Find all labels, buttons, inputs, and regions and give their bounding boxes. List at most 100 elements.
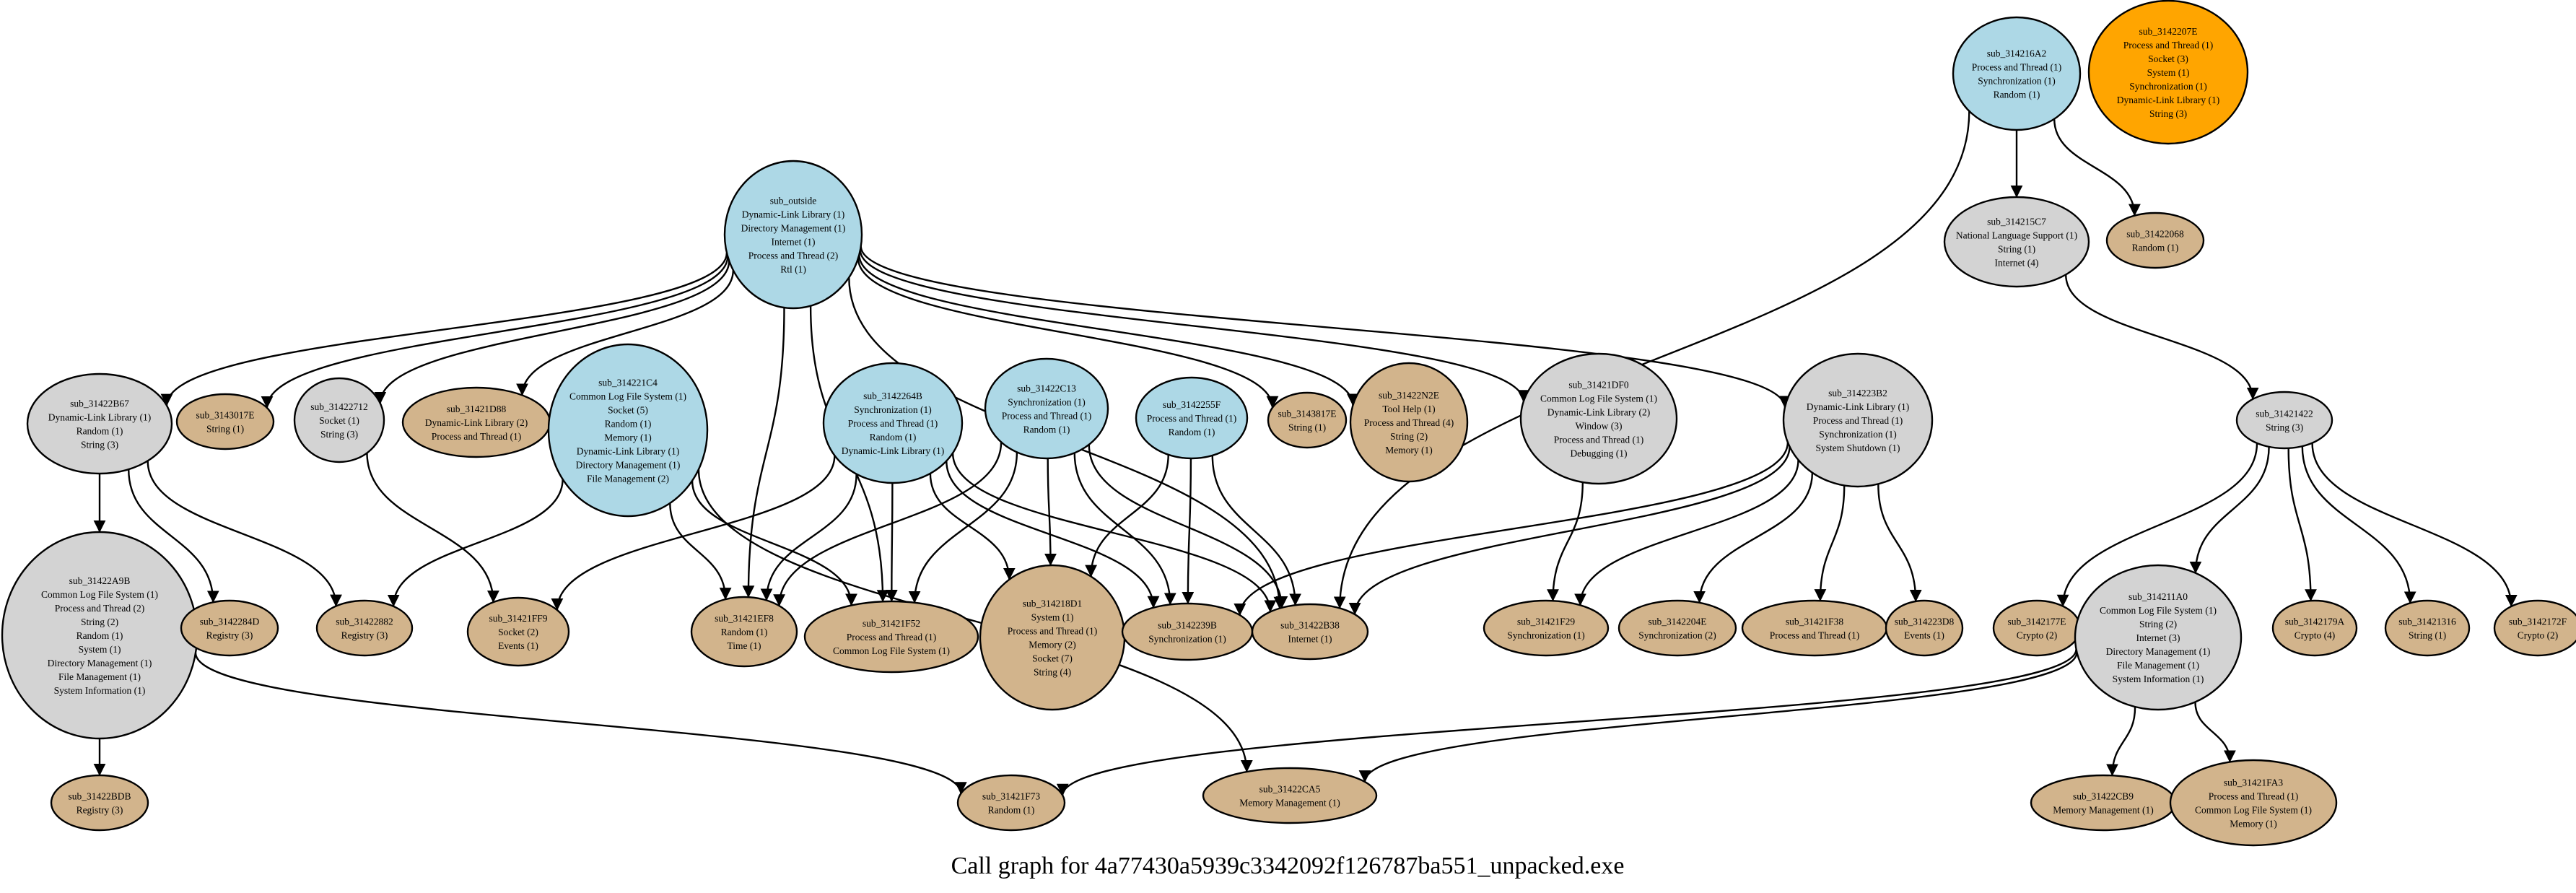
node-label: sub_31421DF0	[1568, 380, 1629, 391]
node-ellipse	[26, 373, 173, 475]
node-api-category: Window (3)	[1575, 421, 1622, 432]
node-label: sub_31421F38	[1786, 617, 1844, 627]
node-api-category: Process and Thread (1)	[1002, 411, 1092, 422]
node-api-category: System (1)	[2147, 67, 2190, 78]
node-ellipse	[1617, 599, 1737, 657]
node-api-category: File Management (1)	[2117, 660, 2199, 671]
node-api-category: Synchronization (1)	[1008, 397, 1086, 408]
edge-sub-314215c7-to-sub-31421422	[2065, 274, 2259, 400]
edge-sub-3142264b-to-sub-314218d1	[929, 473, 1016, 580]
node-label: sub_3142179A	[2285, 617, 2345, 627]
node-api-category: Common Log File System (1)	[2100, 605, 2217, 616]
node-label: sub_31422068	[2126, 229, 2184, 240]
node-ellipse	[1349, 362, 1469, 483]
node-label: sub_3142207E	[2139, 26, 2198, 37]
node-api-category: Process and Thread (1)	[432, 431, 522, 442]
edge-sub-31422c13-to-sub-31422b38	[1088, 444, 1288, 609]
edge-sub-3142255f-to-sub-3142239b	[1182, 458, 1195, 604]
edge-sub-3142264b-to-sub-31422b38	[951, 453, 1277, 613]
node-api-category: Dynamic-Link Library (1)	[842, 445, 944, 456]
node-ellipse	[822, 362, 964, 484]
node-ellipse	[803, 600, 979, 674]
node-ellipse	[2493, 599, 2576, 657]
node-ellipse	[315, 599, 414, 657]
node-api-category: String (3)	[2149, 108, 2187, 119]
node-api-category: String (3)	[2266, 422, 2303, 433]
node-api-category: Process and Thread (1)	[1972, 62, 2062, 73]
node-api-category: Dynamic-Link Library (1)	[1807, 401, 1909, 412]
node-ellipse	[956, 774, 1066, 832]
node-api-category: Synchronization (2)	[1638, 630, 1716, 641]
edge-sub-314223b2-to-sub-3142204e	[1693, 472, 1814, 604]
node-api-category: Process and Thread (2)	[748, 251, 839, 261]
node-api-category: Memory (1)	[604, 432, 652, 443]
edge-sub-outside-to-sub-3143017e	[261, 256, 729, 409]
edge-sub-314223b2-to-sub-31421f29	[1574, 459, 1799, 606]
node-label: sub_314218D1	[1023, 598, 1083, 609]
node-label: sub_31421F29	[1517, 617, 1576, 627]
edge-sub-3142264b-to-sub-31421ff9	[551, 455, 836, 611]
node-api-category: Registry (3)	[206, 630, 253, 641]
node-api-category: Events (1)	[1904, 630, 1944, 641]
node-label: sub_314223D8	[1895, 617, 1955, 627]
node-api-category: Random (1)	[1023, 424, 1070, 435]
edge-sub-31422712-to-sub-31421ff9	[366, 453, 499, 603]
edge-sub-3142255f-to-sub-31422b38	[1211, 455, 1301, 606]
node-label: sub_31421EF8	[715, 613, 774, 624]
node-api-category: Random (1)	[77, 630, 123, 641]
node-api-category: String (1)	[206, 424, 244, 435]
node-api-category: Registry (3)	[77, 805, 123, 816]
node-label: sub_31422882	[336, 617, 393, 627]
edge-sub-314211a0-to-sub-31422cb9	[2106, 707, 2136, 777]
edge-sub-314223b2-to-sub-314223d8	[1877, 484, 1922, 602]
node-ellipse	[1943, 196, 2090, 288]
node-api-category: Debugging (1)	[1570, 448, 1627, 459]
node-ellipse	[180, 599, 279, 657]
edge-sub-31421422-to-sub-3142172f	[2311, 443, 2518, 607]
node-label: sub_314215C7	[1987, 217, 2046, 227]
node-api-category: String (1)	[1288, 422, 1326, 433]
node-api-category: Process and Thread (1)	[1008, 626, 1098, 637]
